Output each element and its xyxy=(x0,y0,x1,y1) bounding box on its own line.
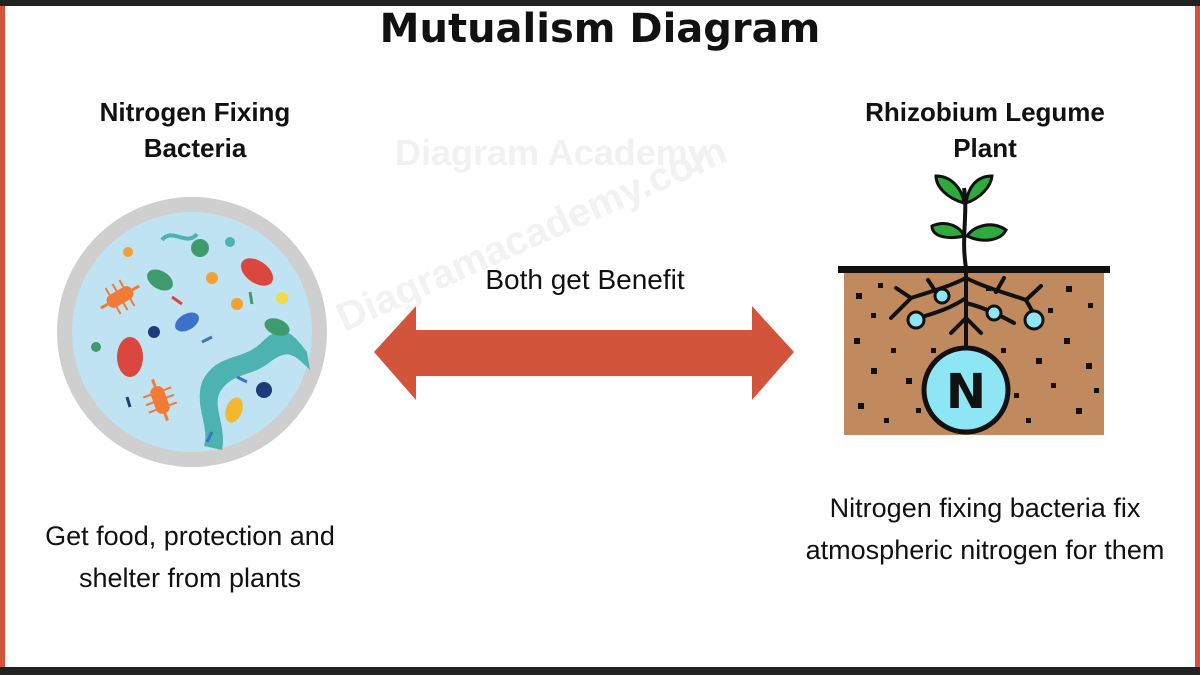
bacteria-heading: Nitrogen Fixing Bacteria xyxy=(60,94,330,166)
bacteria-heading-line2: Bacteria xyxy=(143,133,247,163)
bottom-bar xyxy=(0,667,1200,675)
legume-caption-line2: atmospheric nitrogen for them xyxy=(805,535,1165,565)
legume-caption: Nitrogen fixing bacteria fix atmospheric… xyxy=(780,487,1190,571)
watermark-line1: Diagram Academy xyxy=(395,132,708,173)
benefit-label: Both get Benefit xyxy=(485,264,685,295)
legume-plant-icon: N xyxy=(838,174,1110,435)
double-arrow-icon xyxy=(374,306,794,400)
diagram-title: Mutualism Diagram xyxy=(379,6,821,52)
top-bar xyxy=(0,0,1200,6)
petri-dish-icon xyxy=(57,197,327,467)
nodule-letter: N xyxy=(946,364,986,420)
bacteria-caption-line2: shelter from plants xyxy=(78,563,302,593)
legume-heading-line1: Rhizobium Legume xyxy=(865,97,1105,127)
legume-caption-line1: Nitrogen fixing bacteria fix xyxy=(829,493,1141,523)
legume-heading: Rhizobium Legume Plant xyxy=(830,94,1140,166)
bacteria-heading-line1: Nitrogen Fixing xyxy=(99,97,291,127)
bacteria-caption: Get food, protection and shelter from pl… xyxy=(20,515,360,599)
bacteria-caption-line1: Get food, protection and xyxy=(45,521,335,551)
legume-heading-line2: Plant xyxy=(953,133,1017,163)
